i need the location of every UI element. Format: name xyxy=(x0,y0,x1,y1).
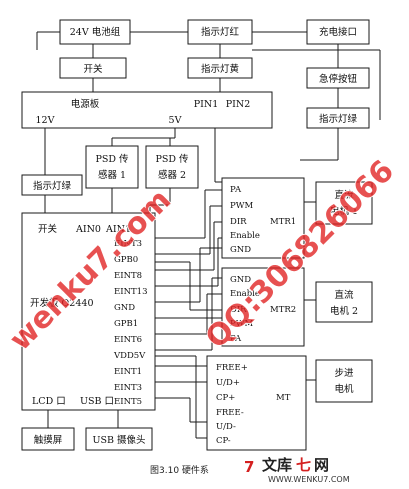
psd1-line1: PSD 传 xyxy=(95,153,129,165)
indicator-yellow-label: 指示灯黄 xyxy=(201,63,239,75)
battery-box: 24V 电池组 xyxy=(59,19,131,45)
estop-label: 急停按钮 xyxy=(319,73,358,85)
indicator-red-label: 指示灯红 xyxy=(201,26,240,38)
indicator-yellow-box: 指示灯黄 xyxy=(187,57,253,79)
mtr1-pin: GND xyxy=(230,245,251,255)
logo-text-3: 网 xyxy=(314,456,329,474)
indicator-red-box: 指示灯红 xyxy=(187,19,253,45)
mtr1-pin: PA xyxy=(230,185,242,195)
dc-motor-2-line2: 电机 2 xyxy=(330,305,358,317)
dev-board-switch: 开关 xyxy=(38,223,58,235)
power-board-pin1: PIN1 xyxy=(194,99,219,110)
psd1-line2: 感器 1 xyxy=(98,169,126,181)
figure-caption: 图3.10 硬件系 xyxy=(150,464,209,476)
mtr1-pin: Enable xyxy=(230,231,260,241)
logo-text-1: 文库 xyxy=(262,456,292,474)
indicator-green-right-label: 指示灯绿 xyxy=(319,113,358,125)
dev-pin: EINT5 xyxy=(114,397,142,407)
dev-pin: EINT3 xyxy=(114,239,142,249)
dc-motor-2-line1: 直流 xyxy=(334,289,354,301)
power-board-5v: 5V xyxy=(169,115,182,126)
power-board-pin2: PIN2 xyxy=(226,99,251,110)
indicator-green-left-box: 指示灯绿 xyxy=(21,174,83,196)
power-board: 电源板 12V 5V PIN1 PIN2 xyxy=(21,91,273,129)
mt-pin: FREE+ xyxy=(216,363,248,373)
dev-board-ain1: AIN1 xyxy=(105,224,131,235)
mtr2-pin: GND xyxy=(230,275,251,285)
indicator-green-left-label: 指示灯绿 xyxy=(33,180,72,192)
stepper-motor-line1: 步进 xyxy=(334,368,354,379)
touchscreen-label: 触摸屏 xyxy=(34,434,63,446)
mt-pin: CP- xyxy=(216,436,231,446)
usb-camera-box: USB 摄像头 xyxy=(85,427,153,451)
indicator-green-right-box: 指示灯绿 xyxy=(306,107,370,129)
mtr1-pin: PWM xyxy=(230,201,253,211)
switch-top-label: 开关 xyxy=(83,63,103,75)
mt-pin: U/D+ xyxy=(216,378,240,388)
logo-text-2: 七 xyxy=(296,456,311,474)
dev-pin: EINT13 xyxy=(114,287,148,297)
mtr2-pin: DIR xyxy=(230,305,247,315)
psd2-line2: 感器 2 xyxy=(158,169,186,181)
dev-pin: EINT8 xyxy=(114,271,142,281)
dev-board-title: 开发板 Q2440 xyxy=(30,297,94,309)
dev-pin: GPB0 xyxy=(114,255,138,265)
mtr2-pin: PA xyxy=(230,334,242,344)
mtr2-name: MTR2 xyxy=(270,305,296,315)
mtr1-driver: PA PWM DIR Enable GND MTR1 xyxy=(221,177,305,259)
logo-url: WWW.WENKU7.COM xyxy=(268,475,350,484)
psd-sensor-2: PSD 传 感器 2 xyxy=(145,145,199,189)
usb-camera-label: USB 摄像头 xyxy=(92,434,145,446)
mtr2-pin: PWM xyxy=(230,319,253,329)
stepper-motor: 步进 电机 xyxy=(315,359,373,403)
dev-pin: EINT1 xyxy=(114,367,142,377)
dev-board: 开关 AIN0 AIN1 开发板 Q2440 EINT3 GPB0 EINT8 … xyxy=(21,212,156,411)
mt-pin: FREE- xyxy=(216,408,244,418)
mtr2-driver: GND Enable DIR PWM PA MTR2 xyxy=(221,267,305,347)
dev-pin: EINT3 xyxy=(114,383,142,393)
mt-pin: U/D- xyxy=(216,422,236,432)
mt-name: MT xyxy=(276,393,291,403)
mt-pin: CP+ xyxy=(216,393,235,403)
power-board-title: 电源板 xyxy=(71,98,100,110)
power-board-12v: 12V xyxy=(36,115,55,126)
site-logo: 7 文库 七 网 WWW.WENKU7.COM xyxy=(244,456,350,484)
touchscreen-box: 触摸屏 xyxy=(21,427,75,451)
mt-driver: FREE+ U/D+ CP+ FREE- U/D- CP- MT xyxy=(206,355,307,451)
psd-sensor-1: PSD 传 感器 1 xyxy=(85,145,139,189)
charge-port-label: 充电接口 xyxy=(319,26,357,38)
dc-motor-1-line2: 电机 1 xyxy=(330,205,358,217)
dc-motor-1: 直流 电机 1 xyxy=(315,181,373,225)
dev-pin: EINT6 xyxy=(114,335,142,345)
connection-lines xyxy=(36,31,381,439)
mtr2-pin: Enable xyxy=(230,289,260,299)
stepper-motor-line2: 电机 xyxy=(334,383,354,395)
switch-top-box: 开关 xyxy=(59,57,127,79)
dev-pin: GPB1 xyxy=(114,319,138,329)
battery-label: 24V 电池组 xyxy=(70,26,121,38)
psd2-line1: PSD 传 xyxy=(155,153,189,165)
dev-board-pin-labels: EINT3 GPB0 EINT8 EINT13 GND GPB1 EINT6 V… xyxy=(113,239,148,407)
estop-box: 急停按钮 xyxy=(306,67,370,89)
dev-pin: VDD5V xyxy=(113,351,146,361)
dc-motor-2: 直流 电机 2 xyxy=(315,281,373,323)
mtr1-pin: DIR xyxy=(230,217,247,227)
dev-board-ain0: AIN0 xyxy=(75,224,101,235)
dc-motor-1-line1: 直流 xyxy=(334,189,354,201)
dev-board-usb: USB 口 xyxy=(80,396,114,407)
charge-port-box: 充电接口 xyxy=(306,19,370,45)
logo-mark-icon: 7 xyxy=(244,458,254,476)
mtr1-name: MTR1 xyxy=(270,217,296,227)
dev-board-lcd: LCD 口 xyxy=(32,396,66,407)
dev-pin: GND xyxy=(114,303,135,313)
